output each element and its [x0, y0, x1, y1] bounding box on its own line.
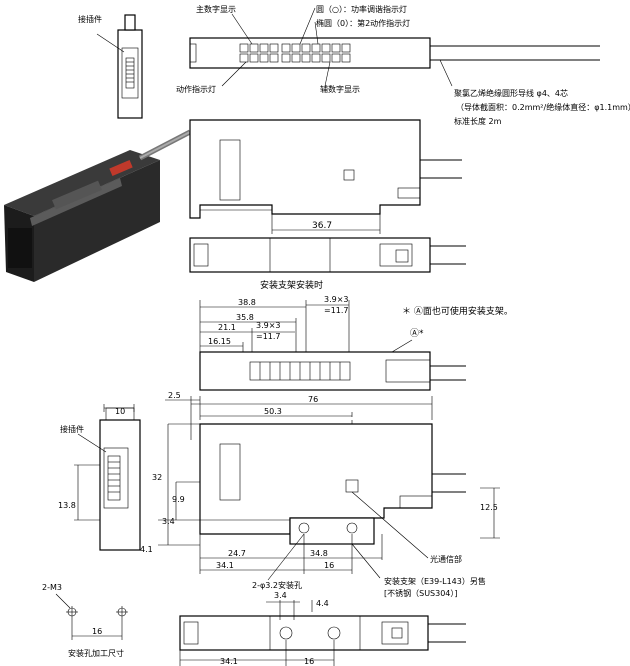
main-display-label: 主数字显示	[196, 4, 236, 14]
dim-9-9: 9.9	[172, 495, 185, 504]
dim-11-7-b: =11.7	[324, 306, 349, 315]
light-part-label: 光通信部	[430, 554, 462, 564]
cable-spec-line2: （导体截面积：0.2mm²/绝缘体直径：φ1.1mm）	[456, 102, 630, 112]
dims-bottom-bracket	[199, 491, 429, 581]
mount-hole-diagram	[55, 593, 128, 640]
dim-50-3: 50.3	[264, 407, 282, 416]
bracket-title: 安装支架安装时	[260, 279, 323, 291]
dim-13-8: 13.8	[58, 501, 76, 510]
product-photo	[4, 129, 192, 282]
dim-16-15: 16.15	[208, 337, 231, 346]
display-digits	[239, 43, 351, 63]
hole-dims-label: 安装孔加工尺寸	[68, 648, 124, 658]
bracket-label-1: 安装支架（E39-L143）另售	[384, 576, 486, 586]
dim-16-c: 16	[304, 657, 314, 666]
dim-16-b: 16	[92, 627, 102, 636]
bottom-view-1	[189, 237, 466, 273]
dim-10: 10	[115, 407, 125, 416]
bracket-label-2: [不锈钢（SUS304）]	[384, 588, 458, 598]
a-mark: Ⓐ*	[410, 328, 424, 339]
m3-label: 2-M3	[42, 583, 62, 592]
note-a-surface: ＊ Ⓐ面也可使用安装支架。	[402, 305, 513, 317]
sub-display-label: 辅数字显示	[320, 84, 360, 94]
top-view-2	[199, 339, 466, 391]
front-view-top	[96, 14, 143, 119]
dim-3-4-a: 3.4	[162, 517, 175, 526]
circle-indicator-label: 圆（○）：功率调谐指示灯	[316, 4, 407, 14]
action-indicator-label: 动作指示灯	[176, 84, 216, 94]
dim-76: 76	[308, 395, 318, 404]
top-view	[189, 7, 600, 87]
connector-side-view	[74, 404, 141, 551]
dim-2-5: 2.5	[168, 391, 181, 400]
bottom-view-2	[179, 600, 466, 666]
dim-3-4-b: 3.4	[274, 591, 287, 600]
dim-3-9x3-b: 3.9×3	[324, 295, 349, 304]
cable-spec-line3: 标准长度 2m	[454, 116, 502, 126]
ellipse-indicator-label: 椭圆（0）：第2动作指示灯	[316, 18, 410, 28]
dim-16-a: 16	[324, 561, 334, 570]
side-view-1	[189, 119, 462, 234]
dim-38-8: 38.8	[238, 298, 256, 307]
dim-3-9x3-a: 3.9×3	[256, 321, 281, 330]
connector-label-top: 接插件	[78, 14, 102, 24]
mount-holes-label: 2-φ3.2安装孔	[252, 580, 302, 590]
cable-spec-line1: 聚氯乙烯绝缘圆形导线 φ4、4芯	[454, 88, 568, 98]
dim-34-1-b: 34.1	[220, 657, 238, 666]
dim-36-7: 36.7	[312, 221, 332, 231]
dim-34-8: 34.8	[310, 549, 328, 558]
dim-11-7-a: =11.7	[256, 332, 281, 341]
dim-12-5: 12.5	[480, 503, 498, 512]
dim-4-4: 4.4	[316, 599, 329, 608]
dim-21-1: 21.1	[218, 323, 236, 332]
dim-4-1: 4.1	[140, 545, 153, 554]
dim-32: 32	[152, 473, 162, 482]
dim-24-7: 24.7	[228, 549, 246, 558]
dims-top-bracket	[199, 300, 350, 352]
dim-35-8: 35.8	[236, 313, 254, 322]
dim-34-1-a: 34.1	[216, 561, 234, 570]
connector-label-side: 接插件	[60, 424, 84, 434]
side-view-2	[199, 423, 466, 545]
